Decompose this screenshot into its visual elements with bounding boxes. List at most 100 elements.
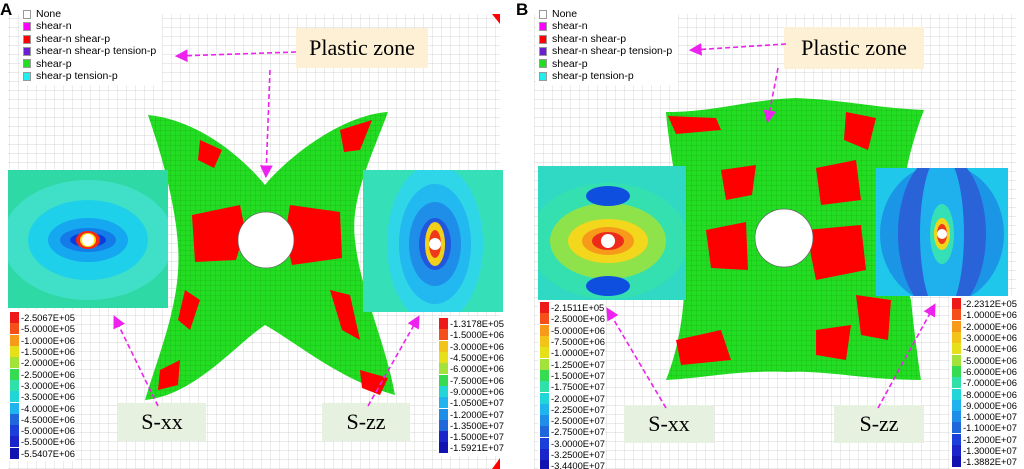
scale-entry: -1.2500E+07	[540, 358, 605, 370]
legend-swatch	[23, 59, 31, 69]
legend-entry: None	[539, 8, 672, 20]
scale-value: -1.1000E+07	[963, 422, 1017, 434]
legend-entry: shear-n shear-p tension-p	[23, 45, 156, 57]
scale-swatch	[10, 425, 19, 437]
plastic-zone-red	[668, 112, 891, 365]
scale-value: -1.0500E+07	[450, 397, 504, 409]
scale-entry: -1.5000E+06	[439, 329, 504, 341]
scale-entry: -1.2000E+07	[439, 408, 504, 420]
scale-swatch	[952, 445, 961, 456]
scale-swatch	[10, 436, 19, 448]
legend-label: shear-p	[36, 57, 72, 70]
scale-entry: -5.0000E+06	[952, 354, 1017, 366]
scale-value: -1.0000E+06	[21, 334, 75, 346]
scale-entry: -5.0000E+06	[10, 425, 75, 437]
legend-label: shear-n shear-p	[552, 32, 627, 45]
scale-value: -1.3000E+07	[963, 445, 1017, 456]
scale-entry: -1.0000E+07	[952, 411, 1017, 423]
scale-value: -5.0000E+05	[21, 323, 75, 335]
scale-swatch	[952, 343, 961, 355]
legend-entry: shear-n	[23, 20, 156, 32]
scale-swatch	[10, 379, 19, 391]
scale-value: -5.5000E+06	[21, 436, 75, 448]
legend-label: shear-n	[552, 20, 588, 33]
scale-swatch	[952, 298, 961, 310]
scale-value: -2.2312E+05	[963, 298, 1017, 310]
scale-entry: -7.5000E+06	[540, 336, 605, 348]
scale-entry: -1.3000E+07	[952, 445, 1017, 456]
scale-value: -1.2500E+07	[551, 358, 605, 370]
scale-entry: -5.5407E+06	[10, 447, 75, 459]
scale-entry: -5.0000E+05	[10, 323, 75, 335]
scale-swatch	[10, 312, 19, 324]
scale-value: -1.3500E+07	[450, 419, 504, 431]
scale-swatch	[10, 447, 19, 459]
szz-label: S-zz	[834, 405, 924, 443]
scale-value: -6.0000E+06	[963, 365, 1017, 377]
szz-color-scale: -2.2312E+05-1.0000E+06-2.0000E+06-3.0000…	[950, 296, 1017, 469]
scale-value: -3.5000E+06	[21, 391, 75, 403]
legend-swatch	[539, 59, 547, 69]
scale-swatch	[540, 313, 549, 325]
scale-entry: -1.2000E+07	[952, 433, 1017, 445]
legend-label: None	[552, 8, 578, 20]
szz-color-scale: -1.3178E+05-1.5000E+06-3.0000E+06-4.5000…	[437, 316, 504, 456]
legend-entry: shear-p tension-p	[23, 70, 156, 82]
scale-swatch	[952, 354, 961, 366]
scale-swatch	[439, 363, 448, 375]
scale-value: -2.7500E+07	[551, 426, 605, 438]
scale-swatch	[10, 402, 19, 414]
scale-swatch	[540, 336, 549, 348]
scale-swatch	[540, 403, 549, 415]
legend-entry: shear-n	[539, 20, 672, 32]
scale-value: -1.2000E+07	[963, 433, 1017, 445]
scale-value: -4.5000E+06	[450, 352, 504, 364]
scale-value: -2.5067E+05	[21, 312, 75, 324]
sxx-contour-inset	[538, 166, 686, 300]
legend-entry: shear-n shear-p tension-p	[539, 45, 672, 57]
scale-entry: -2.7500E+07	[540, 426, 605, 438]
scale-value: -1.0000E+07	[963, 411, 1017, 423]
scale-entry: -5.0000E+06	[540, 324, 605, 336]
scale-entry: -1.1000E+07	[952, 422, 1017, 434]
scale-entry: -4.5000E+06	[10, 413, 75, 425]
scale-value: -1.5000E+06	[450, 329, 504, 341]
scale-value: -1.5000E+07	[450, 431, 504, 443]
scale-swatch	[439, 374, 448, 386]
scale-swatch	[10, 413, 19, 425]
scale-value: -2.2500E+07	[551, 403, 605, 415]
scale-swatch	[439, 442, 448, 454]
sxx-color-scale: -2.1511E+05-2.5000E+06-5.0000E+06-7.5000…	[538, 300, 605, 469]
scale-entry: -2.5000E+07	[540, 415, 605, 427]
scale-value: -2.5000E+07	[551, 415, 605, 427]
legend-label: shear-p	[552, 57, 588, 70]
scale-swatch	[540, 369, 549, 381]
legend-label: shear-n shear-p tension-p	[36, 45, 157, 58]
scale-swatch	[540, 381, 549, 393]
scale-value: -2.0000E+06	[21, 357, 75, 369]
scale-value: -8.0000E+06	[963, 388, 1017, 400]
legend-swatch	[23, 34, 31, 44]
legend-swatch	[23, 46, 31, 56]
scale-swatch	[952, 320, 961, 332]
legend-swatch	[539, 22, 547, 32]
scale-swatch	[439, 329, 448, 341]
sxx-label: S-xx	[624, 405, 714, 443]
scale-entry: -2.1511E+05	[540, 302, 605, 314]
tunnel-opening	[754, 208, 814, 268]
scale-swatch	[10, 323, 19, 335]
scale-value: -3.0000E+06	[450, 340, 504, 352]
scale-swatch	[952, 377, 961, 389]
scale-swatch	[952, 365, 961, 377]
scale-swatch	[952, 309, 961, 321]
legend-label: shear-n	[36, 20, 72, 33]
scale-swatch	[10, 334, 19, 346]
scale-entry: -9.0000E+06	[952, 399, 1017, 411]
legend-entry: shear-p	[539, 58, 672, 70]
scale-entry: -1.7500E+07	[540, 381, 605, 393]
corner-marker-bottom	[492, 458, 500, 469]
legend-swatch	[23, 22, 31, 32]
scale-value: -5.0000E+06	[21, 425, 75, 437]
